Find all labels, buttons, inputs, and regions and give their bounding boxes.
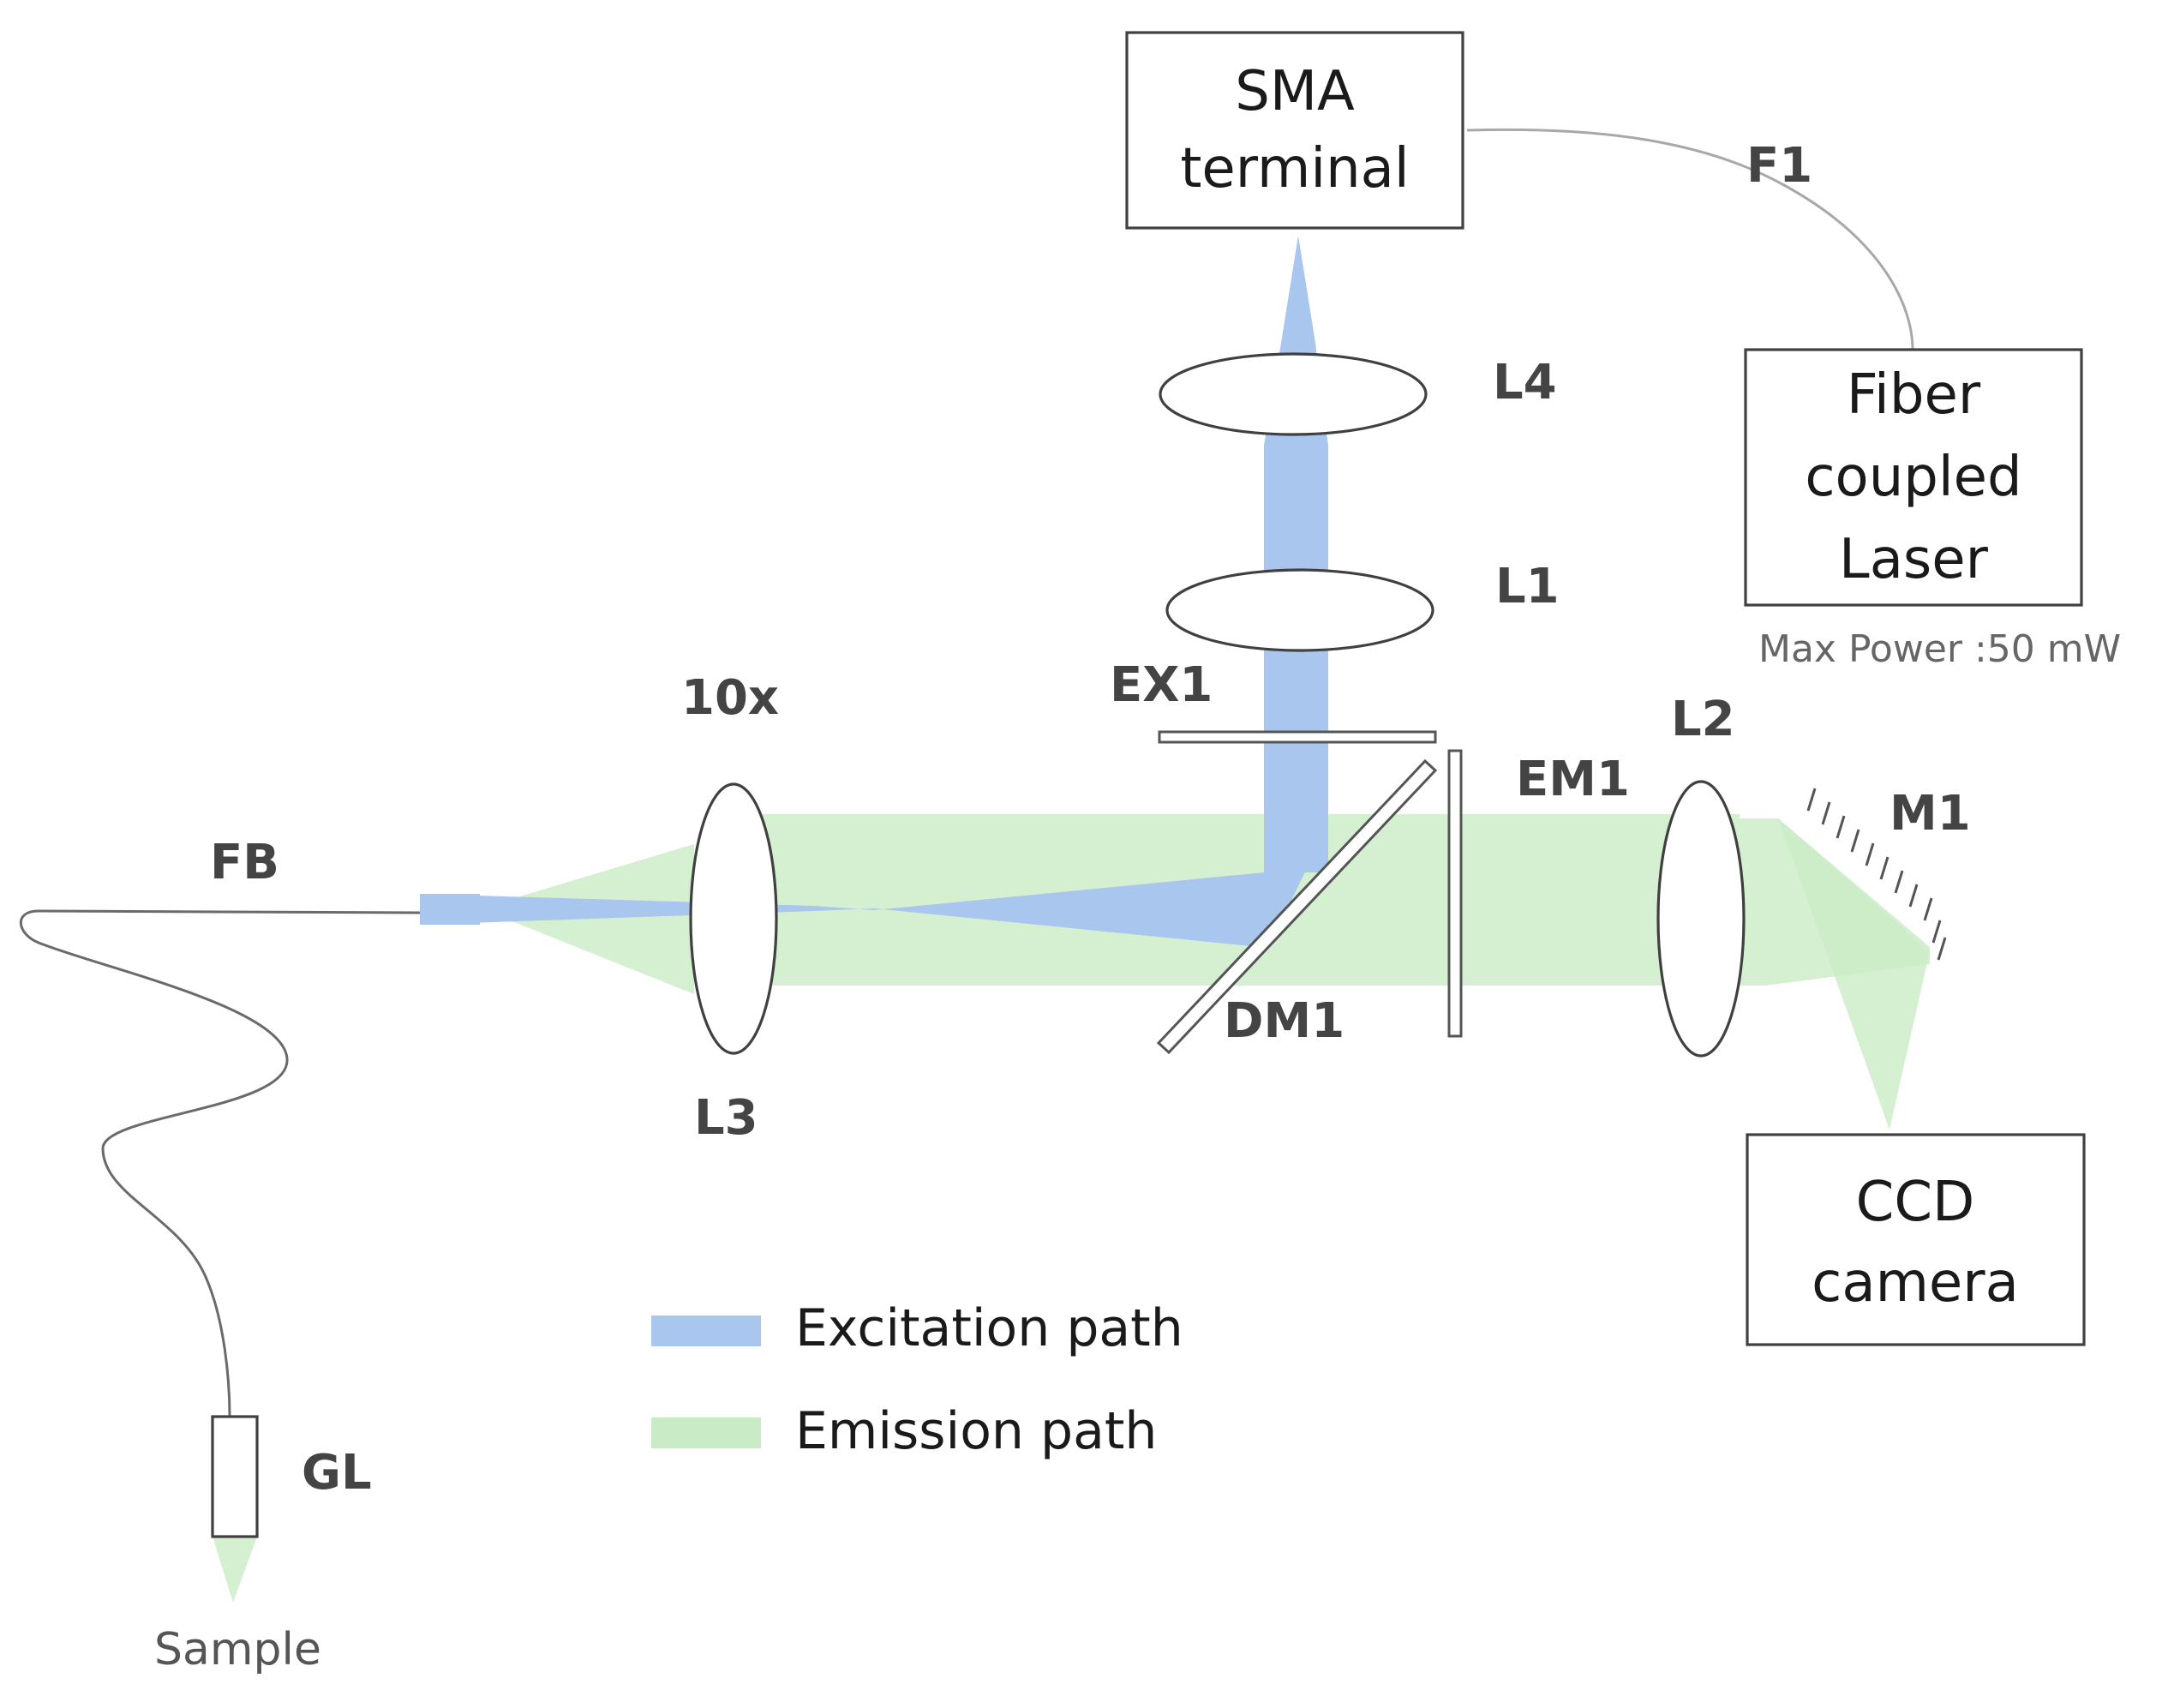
laser-max-power-note: Max Power :50 mW	[1758, 627, 2121, 671]
label-l1: L1	[1495, 559, 1560, 614]
legend-emission-swatch	[651, 1417, 761, 1448]
label-dm1: DM1	[1224, 993, 1345, 1049]
laser-line-1: Fiber	[1847, 363, 1981, 427]
legend-emission-label: Emission path	[795, 1401, 1157, 1461]
fiber-f1	[1466, 128, 1914, 351]
label-fb: FB	[210, 835, 279, 890]
laser-line-2: coupled	[1805, 446, 2021, 509]
label-sample: Sample	[154, 1624, 321, 1675]
lens-l3-objective	[689, 782, 778, 1055]
label-l3: L3	[694, 1090, 758, 1146]
legend-excitation-label: Excitation path	[795, 1298, 1183, 1358]
label-m1: M1	[1890, 786, 1971, 842]
emission-beam-cone	[480, 844, 694, 994]
dichroic-mirror-dm1	[1156, 758, 1438, 1055]
lens-l4	[1159, 352, 1428, 436]
laser-line-3: Laser	[1839, 528, 1989, 591]
filter-ex1	[1158, 730, 1437, 744]
lens-l2	[1656, 780, 1746, 1058]
filter-em1	[1447, 749, 1463, 1038]
excitation-beam-sma-tip	[1281, 236, 1315, 343]
laser-box: Fiber coupled Laser	[1744, 348, 2083, 607]
label-l2: L2	[1671, 692, 1735, 747]
label-gl: GL	[302, 1445, 372, 1501]
label-em1: EM1	[1516, 752, 1630, 807]
ccd-camera-line-2: camera	[1812, 1251, 2019, 1315]
label-10x: 10x	[681, 670, 779, 726]
sma-terminal-line-2: terminal	[1180, 137, 1409, 201]
legend: Excitation path Emission path	[651, 1298, 1183, 1461]
emission-beam-to-camera	[1778, 818, 1930, 1130]
sma-terminal-line-1: SMA	[1235, 60, 1355, 123]
mirror-m1	[1806, 788, 1947, 961]
emission-sample-cone	[213, 1537, 257, 1603]
fiber-bundle	[19, 909, 421, 1417]
fiber-bundle-face	[420, 894, 480, 925]
grin-lens-gl	[211, 1415, 259, 1538]
label-f1: F1	[1746, 138, 1812, 194]
label-l4: L4	[1493, 355, 1557, 411]
ccd-camera-line-1: CCD	[1856, 1171, 1975, 1234]
legend-excitation-swatch	[651, 1315, 761, 1346]
ccd-camera-box: CCD camera	[1746, 1133, 2086, 1346]
excitation-beam-horizontal	[420, 824, 1328, 948]
lens-l1	[1165, 568, 1434, 652]
sma-terminal-box: SMA terminal	[1125, 31, 1464, 230]
label-ex1: EX1	[1110, 657, 1213, 713]
